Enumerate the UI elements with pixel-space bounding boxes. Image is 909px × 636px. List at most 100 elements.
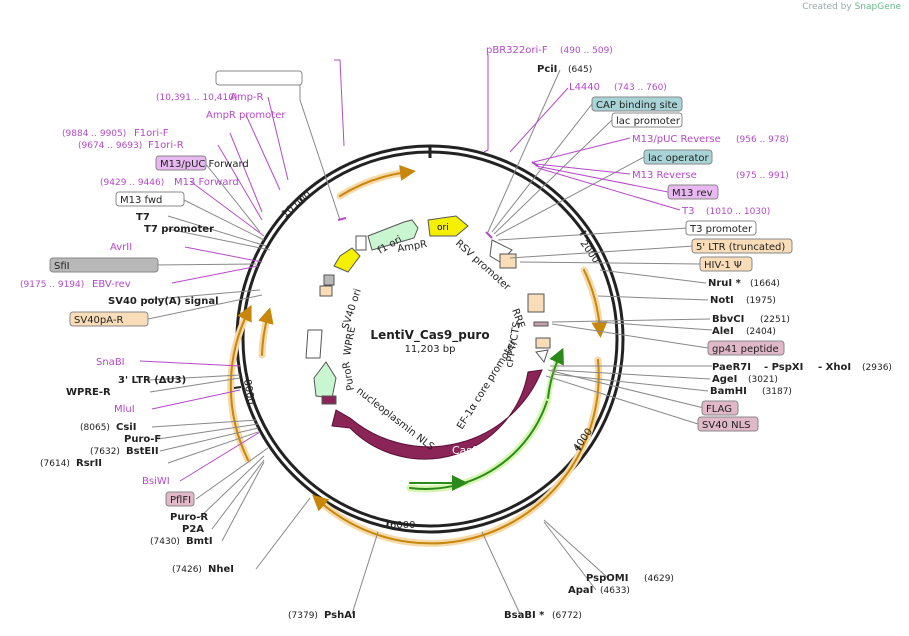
bsiwi-pos: (7632): [90, 447, 120, 457]
cas9-feature[interactable]: [331, 369, 543, 460]
sv40ori-feature[interactable]: [323, 274, 335, 286]
ecorv-label[interactable]: BsaBI *: [504, 610, 545, 621]
m13-reverse-label[interactable]: M13 Reverse: [632, 170, 697, 181]
m13-rev-label[interactable]: M13 rev: [672, 188, 713, 199]
p2a-feature[interactable]: [321, 395, 337, 405]
nrui-label[interactable]: NruI *: [708, 278, 742, 289]
paer7i-pos: (2936): [862, 363, 892, 373]
plasmid-name: LentiV_Cas9_puro: [370, 328, 489, 343]
hiv-psi-label[interactable]: HIV-1 Ψ: [704, 260, 742, 271]
avrii-label[interactable]: T7: [136, 212, 150, 223]
gp41-feature[interactable]: [533, 321, 549, 327]
f1ori-box: [355, 235, 367, 251]
xhoi-label[interactable]: - XhoI: [818, 362, 851, 373]
puror-feature[interactable]: [313, 361, 337, 399]
pcii-pos: (645): [568, 65, 592, 75]
bsteii-label[interactable]: CsiI: [116, 422, 136, 433]
ori-feature[interactable]: [427, 215, 469, 237]
bbvci-pos: (2251): [760, 315, 790, 325]
m13-forward-range: (9674 .. 9693): [78, 141, 142, 151]
alei-label[interactable]: AleI: [712, 326, 734, 337]
tick-6000: 6000: [390, 520, 415, 531]
pbr322-range: (490 .. 509): [560, 46, 613, 56]
puro-f-label[interactable]: MluI: [114, 404, 135, 415]
lac-operator-label[interactable]: lac operator: [648, 153, 709, 164]
l4440-label[interactable]: L4440: [569, 82, 600, 93]
mlui-label[interactable]: 3' LTR (ΔU3): [118, 375, 186, 386]
snabi-label[interactable]: SV40 poly(A) signal: [108, 296, 219, 307]
ltr5-label[interactable]: 5' LTR (truncated): [696, 242, 785, 253]
p2a-box: [165, 491, 195, 507]
sv40pa-r-label[interactable]: EBV-rev: [92, 279, 131, 290]
bsabi-pos: (7426): [172, 565, 202, 575]
paer7i-label[interactable]: PaeR7I: [712, 362, 751, 373]
gp41-label[interactable]: gp41 peptide: [712, 344, 779, 355]
tick-8000: 8000: [241, 379, 256, 406]
cppt-feature[interactable]: [535, 337, 551, 349]
p2a-label[interactable]: PflFI: [170, 495, 191, 506]
nhei-label[interactable]: P2A: [182, 524, 204, 535]
pspomi-label[interactable]: PspOMI: [586, 573, 628, 584]
wpre-feature[interactable]: [305, 329, 323, 359]
csii-label[interactable]: WPRE-R: [66, 387, 111, 398]
noti-label[interactable]: NotI: [710, 295, 734, 306]
sv40-polya-label[interactable]: SfiI: [54, 261, 70, 272]
m13-puc-fwd-label[interactable]: F1ori-F: [134, 128, 169, 139]
t7-range: (9429 .. 9446): [100, 178, 164, 188]
bsiwi-label[interactable]: BstEII: [126, 446, 159, 457]
flag-feature[interactable]: [535, 349, 549, 364]
inner-features: ori: [305, 215, 551, 405]
t7-promoter-label[interactable]: M13 fwd: [120, 195, 162, 206]
pshai-label[interactable]: BmtI: [186, 536, 213, 547]
sv40-nls-box: [697, 416, 759, 432]
f1ori-feature[interactable]: [333, 247, 361, 273]
agei-label[interactable]: AgeI: [712, 374, 737, 385]
bmti-label[interactable]: Puro-R: [170, 512, 208, 523]
flag-box: [701, 400, 739, 416]
apai-label[interactable]: ApaI: [568, 585, 593, 596]
pmli-label[interactable]: PshAI: [324, 610, 356, 621]
lac-operator-box: [643, 149, 713, 165]
f1ori-r-label[interactable]: AmpR promoter: [206, 110, 286, 121]
m13-puc-rev-label[interactable]: M13/pUC Reverse: [632, 134, 721, 145]
pbr322-label[interactable]: pBR322ori-F: [486, 45, 548, 56]
bbvci-label[interactable]: BbvCI: [712, 314, 744, 325]
sv40-polya-box: [49, 257, 159, 273]
wpre-r-label[interactable]: SnaBI: [96, 357, 125, 368]
f1ori-f-label[interactable]: Amp-R: [230, 92, 264, 103]
rsrii-label[interactable]: Puro-F: [124, 434, 161, 445]
m13-puc-rev-range: (956 .. 978): [736, 135, 789, 145]
pcii-label[interactable]: PciI: [537, 64, 557, 75]
tick-10000: 10,000: [280, 189, 314, 220]
snapgene-credit: Created by SnapGene: [802, 2, 901, 12]
ltr3-label[interactable]: SV40pA-R: [74, 315, 123, 326]
cap-label[interactable]: CAP binding site: [596, 100, 678, 111]
sv40-nls-label[interactable]: SV40 NLS: [702, 420, 751, 431]
pflfi-label[interactable]: RsrII: [76, 458, 102, 469]
m13-forward-label[interactable]: F1ori-R: [148, 140, 184, 151]
plasmid-length: 11,203 bp: [405, 344, 456, 355]
bsabi-label[interactable]: NheI: [208, 564, 234, 575]
lac-promoter-label[interactable]: lac promoter: [616, 116, 681, 127]
bamhi-label[interactable]: BamHI: [710, 386, 747, 397]
puro-r-label[interactable]: BsiWI: [142, 476, 170, 487]
sfii-label[interactable]: T7 promoter: [144, 224, 214, 235]
lac-promoter-box: [611, 112, 683, 128]
ltr3-feature[interactable]: [319, 285, 333, 297]
ampr-feature[interactable]: [367, 219, 419, 251]
ltr5-feature[interactable]: [499, 253, 517, 269]
t3-promoter-label[interactable]: T3 promoter: [689, 224, 753, 235]
t3-label[interactable]: T3: [681, 206, 694, 217]
ltr5-box: [691, 238, 793, 254]
ebv-rev-label[interactable]: AvrII: [110, 242, 132, 253]
cas9-label: Cas9: [452, 444, 479, 457]
m13-fwd-label[interactable]: M13/pUC Forward: [160, 159, 249, 170]
flag-label[interactable]: FLAG: [706, 404, 732, 415]
l4440-range: (743 .. 760): [614, 83, 667, 93]
alei-pos: (2404): [746, 327, 776, 337]
t7-label[interactable]: M13 Forward: [174, 177, 239, 188]
rre-feature[interactable]: [527, 293, 545, 313]
pspxi-label[interactable]: - PspXI: [764, 362, 803, 373]
